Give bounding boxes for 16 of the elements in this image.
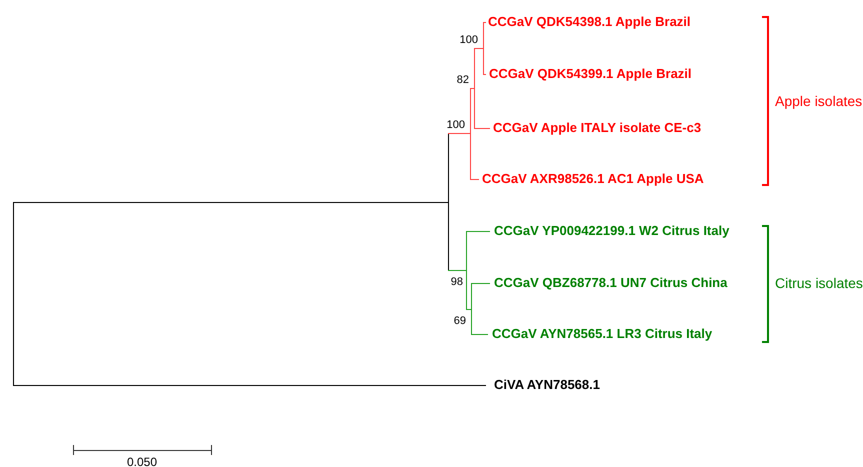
clade-label: Apple isolates	[775, 94, 862, 108]
taxon-label: CiVA AYN78568.1	[494, 377, 600, 393]
taxon-label: CCGaV AYN78565.1 LR3 Citrus Italy	[492, 326, 712, 342]
bootstrap-value: 98	[450, 275, 463, 289]
taxon-label: CCGaV Apple ITALY isolate CE-c3	[493, 120, 702, 136]
scale-value: 0.050	[126, 455, 158, 467]
taxon-label: CCGaV QDK54398.1 Apple Brazil	[488, 14, 691, 30]
bootstrap-value: 100	[446, 118, 465, 132]
taxon-label: CCGaV QBZ68778.1 UN7 Citrus China	[494, 275, 728, 291]
taxon-label: CCGaV YP009422199.1 W2 Citrus Italy	[494, 223, 730, 239]
taxon-label: CCGaV AXR98526.1 AC1 Apple USA	[482, 171, 704, 187]
clade-label: Citrus isolates	[775, 276, 863, 290]
bootstrap-value: 82	[456, 73, 469, 87]
taxon-label: CCGaV QDK54399.1 Apple Brazil	[489, 66, 692, 82]
bootstrap-value: 100	[460, 33, 478, 47]
bootstrap-value: 69	[454, 314, 466, 328]
